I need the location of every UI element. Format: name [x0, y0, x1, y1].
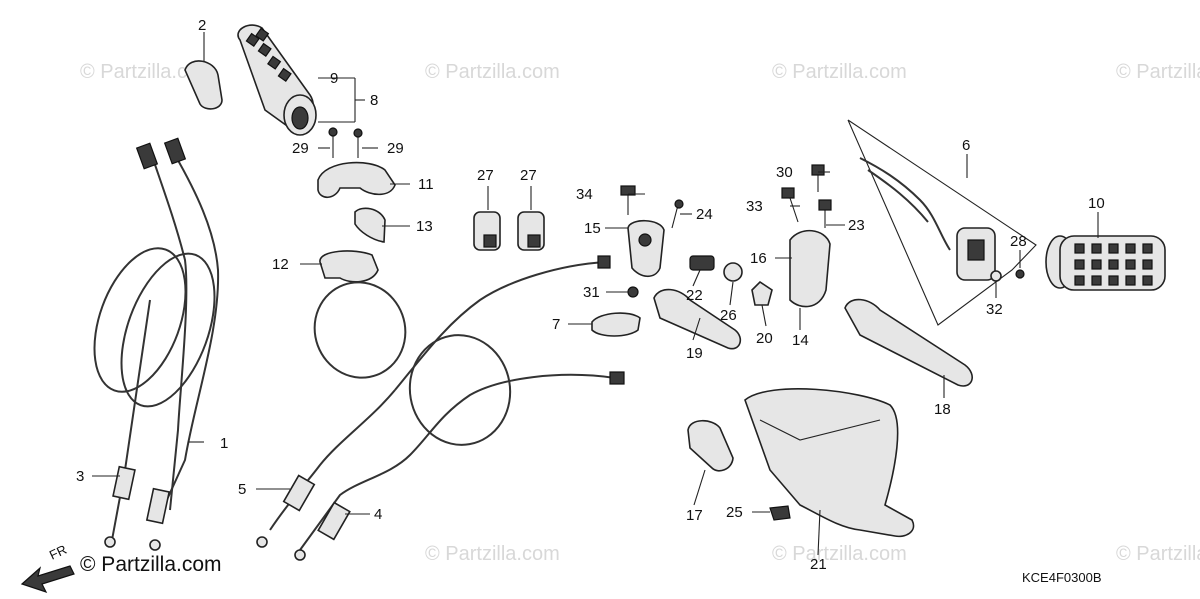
- callout-24: 24: [696, 206, 713, 223]
- callout-14: 14: [792, 332, 809, 349]
- lever-bracket[interactable]: [781, 164, 832, 308]
- callout-19: 19: [686, 345, 703, 362]
- hand-guard[interactable]: [687, 388, 915, 538]
- watermarks: © Partzilla.com © Partzilla.com © Partzi…: [80, 61, 1200, 565]
- callout-5: 5: [238, 481, 246, 498]
- watermark: © Partzilla.com: [1116, 543, 1200, 565]
- callout-2: 2: [198, 17, 206, 34]
- small-parts[interactable]: [689, 255, 773, 306]
- watermark: © Partzilla.com: [772, 543, 907, 565]
- screws[interactable]: [328, 127, 363, 158]
- switch-assembly[interactable]: [847, 119, 1037, 326]
- callout-8: 8: [370, 92, 378, 109]
- leader-lines: [92, 32, 1099, 556]
- callout-27b: 27: [520, 167, 537, 184]
- throttle-cables[interactable]: [77, 137, 233, 551]
- left-lever[interactable]: [653, 288, 742, 350]
- watermark: © Partzilla.com: [1116, 61, 1200, 83]
- diagram-code: KCE4F0300B: [1022, 570, 1102, 585]
- brand-text: © Partzilla.com: [80, 553, 222, 576]
- callout-numbers: 1 2 3 4 5 6 7 8 9 10 11 12 13 14 15 16 1…: [76, 17, 1105, 573]
- callout-20: 20: [756, 330, 773, 347]
- callout-15: 15: [584, 220, 601, 237]
- bracket[interactable]: [591, 312, 641, 337]
- watermark: © Partzilla.com: [425, 543, 560, 565]
- callout-28: 28: [1010, 233, 1027, 250]
- fr-label: FR: [47, 542, 69, 563]
- callout-6: 6: [962, 137, 970, 154]
- callout-32: 32: [986, 301, 1003, 318]
- watermark: © Partzilla.com: [425, 61, 560, 83]
- callout-7: 7: [552, 316, 560, 333]
- callout-34: 34: [576, 186, 593, 203]
- right-lever[interactable]: [844, 298, 973, 387]
- callout-4: 4: [374, 506, 382, 523]
- right-grip[interactable]: [1045, 235, 1166, 291]
- callout-9: 9: [330, 70, 338, 87]
- callout-23: 23: [848, 217, 865, 234]
- callout-29b: 29: [387, 140, 404, 157]
- callout-10: 10: [1088, 195, 1105, 212]
- throttle-grip[interactable]: [237, 24, 317, 136]
- throttle-housing[interactable]: [317, 161, 396, 283]
- callout-18: 18: [934, 401, 951, 418]
- lever-holder[interactable]: [620, 185, 684, 298]
- fr-arrow: FR: [20, 542, 75, 594]
- dust-cover[interactable]: [184, 60, 223, 110]
- callout-3: 3: [76, 468, 84, 485]
- callout-29: 29: [292, 140, 309, 157]
- callout-13: 13: [416, 218, 433, 235]
- callout-30: 30: [776, 164, 793, 181]
- callout-26: 26: [720, 307, 737, 324]
- callout-16: 16: [750, 250, 767, 267]
- callout-27: 27: [477, 167, 494, 184]
- callout-21: 21: [810, 556, 827, 573]
- callout-17: 17: [686, 507, 703, 524]
- bands[interactable]: [473, 211, 545, 251]
- callout-33: 33: [746, 198, 763, 215]
- control-cables[interactable]: [256, 255, 625, 561]
- callout-1: 1: [220, 435, 228, 452]
- callout-31: 31: [583, 284, 600, 301]
- callout-22: 22: [686, 287, 703, 304]
- watermark: © Partzilla.com: [772, 61, 907, 83]
- callout-11: 11: [418, 176, 434, 193]
- watermark: © Partzilla.com: [80, 61, 215, 83]
- callout-12: 12: [272, 256, 289, 273]
- callout-25: 25: [726, 504, 743, 521]
